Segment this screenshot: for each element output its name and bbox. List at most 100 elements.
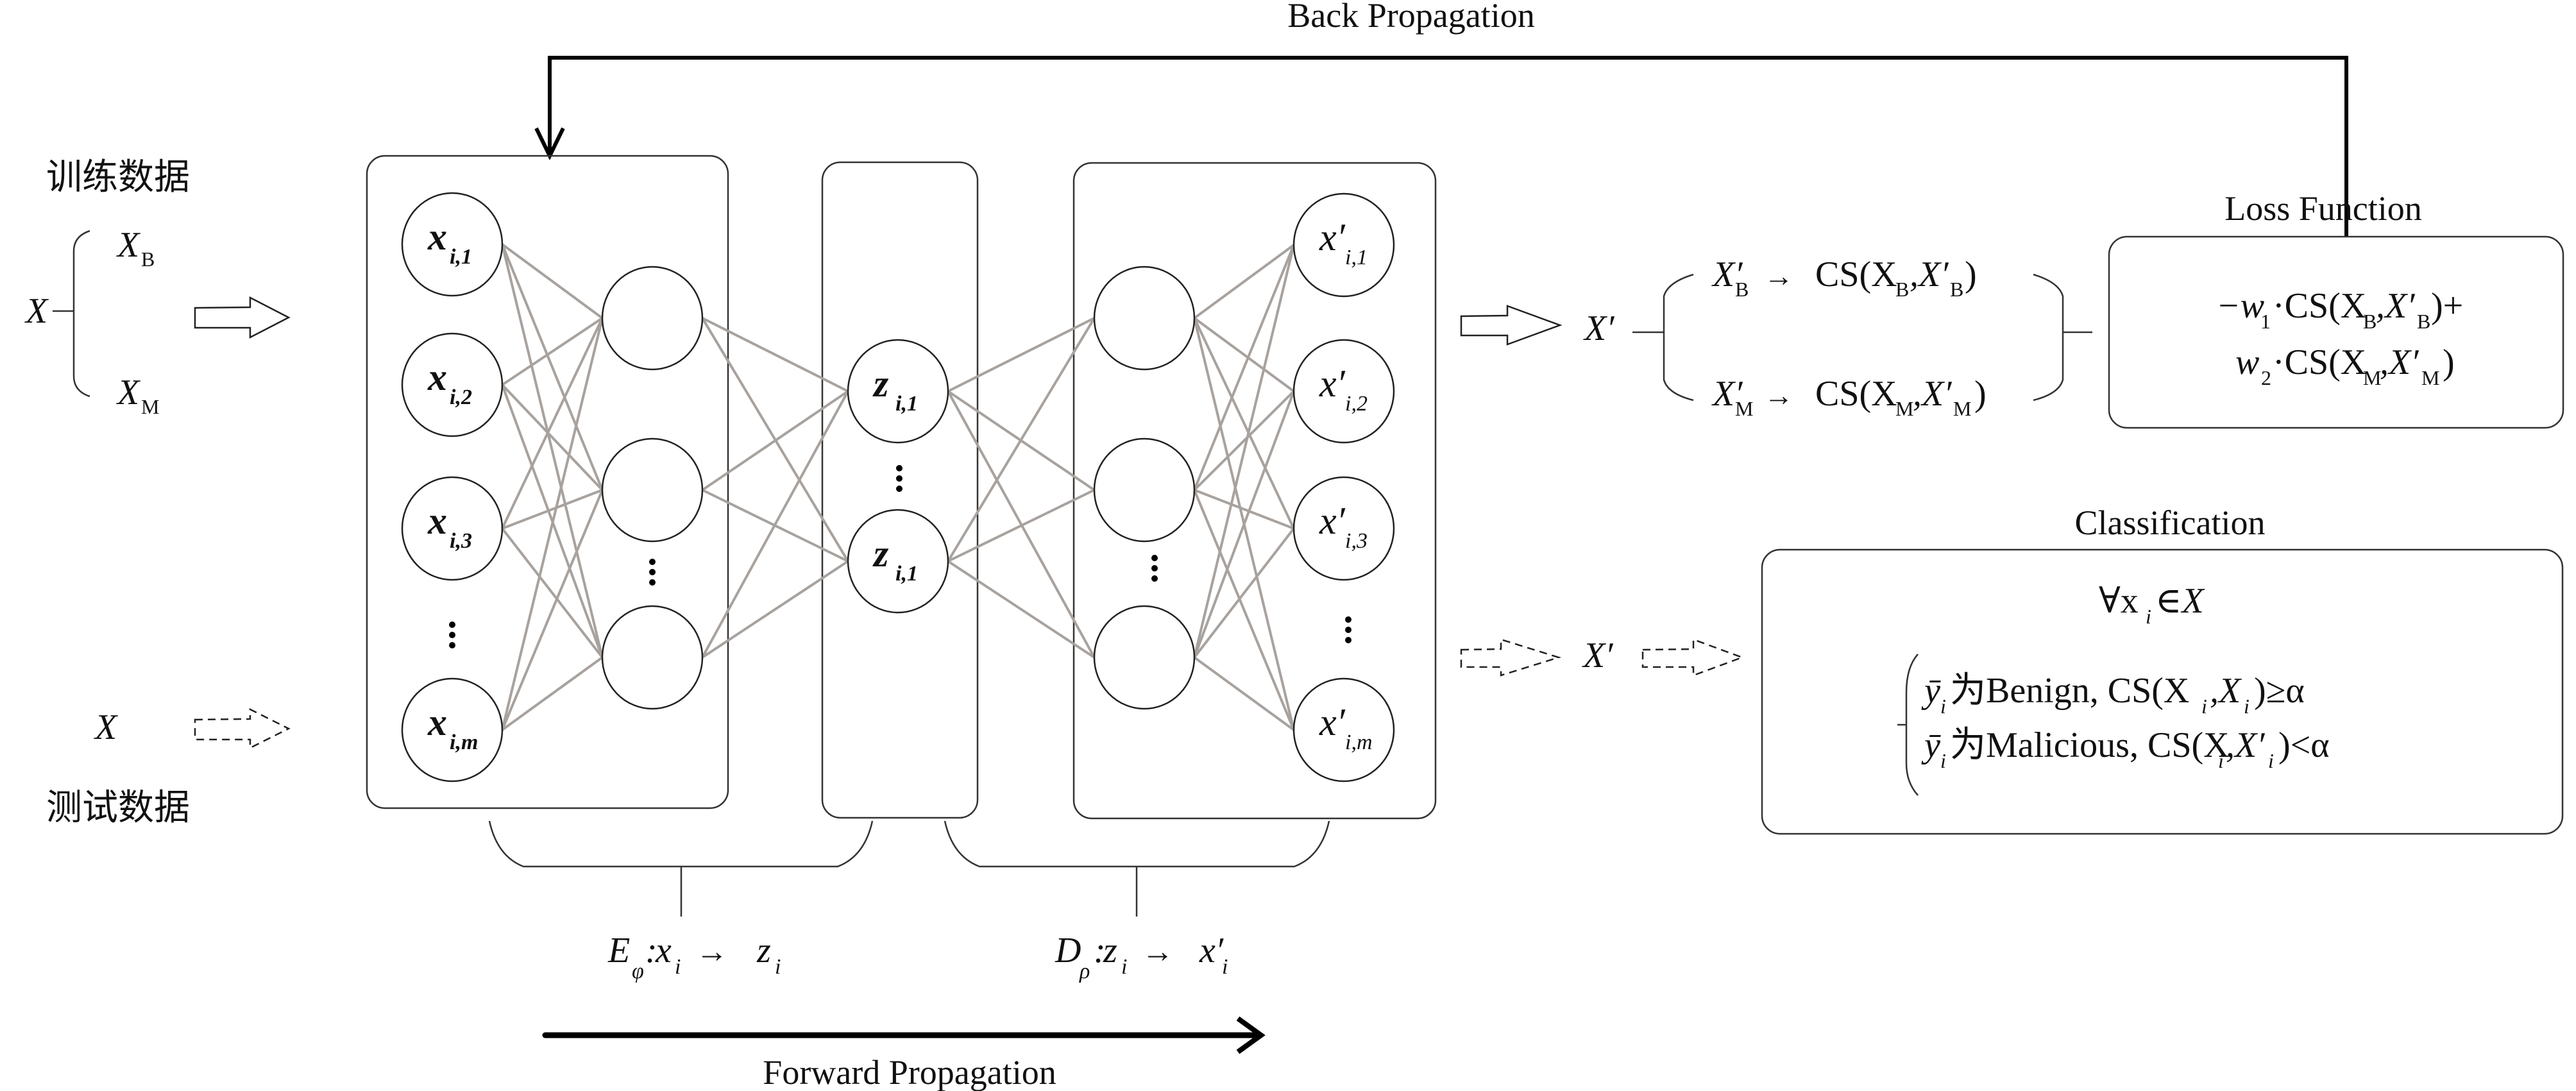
- mapping-arrow-icon: →: [1764, 379, 1793, 412]
- svg-text:M: M: [1953, 397, 1971, 420]
- output-node: x′i,3: [1292, 476, 1395, 581]
- svg-text:B: B: [141, 248, 155, 271]
- connection-line: [1194, 489, 1294, 530]
- connection-line: [1193, 317, 1295, 393]
- svg-text::: :: [1094, 931, 1106, 970]
- decoder-hidden-node: [1093, 266, 1196, 371]
- mapping-arrow-icon: →: [1764, 260, 1793, 292]
- connection-line: [1193, 489, 1295, 731]
- classification-rule-malicious: ȳ i 为Malicious, CS(X i ,X′ i )<α: [1921, 725, 2330, 772]
- svg-text:i: i: [1940, 695, 1946, 718]
- malicious-reconstruction-branch: X′ M → CS(X M ,X′ M ): [1711, 374, 1987, 420]
- svg-text:B: B: [2363, 310, 2377, 333]
- svg-text:CS(X: CS(X: [1815, 374, 1897, 414]
- encoder-hidden-node: [601, 437, 704, 543]
- svg-text:i: i: [1940, 749, 1946, 772]
- node-label-subscript: i,2: [1345, 392, 1368, 416]
- connection-line: [501, 317, 604, 731]
- svg-text:X′: X′: [1711, 374, 1743, 414]
- svg-text::: :: [645, 931, 657, 970]
- forward-propagation-label: Forward Propagation: [763, 1053, 1056, 1091]
- node-label: x: [427, 500, 447, 542]
- output-node: x′i,2: [1292, 339, 1395, 444]
- svg-text:为Malicious, CS(X: 为Malicious, CS(X: [1950, 725, 2230, 765]
- svg-text:,X′: ,X′: [1910, 255, 1949, 294]
- svg-text:∈X: ∈X: [2155, 581, 2205, 621]
- svg-text:i: i: [675, 955, 681, 979]
- benign-samples-symbol: X B: [116, 225, 155, 271]
- connection-line: [947, 317, 1095, 393]
- testing-data-label: 测试数据: [46, 788, 190, 828]
- svg-text:·CS(X: ·CS(X: [2273, 343, 2366, 382]
- reconstruction-brace: [1663, 273, 1694, 402]
- svg-text:): ): [2443, 343, 2455, 382]
- decoder-brace: [944, 820, 1330, 868]
- svg-text:)≥α: )≥α: [2254, 671, 2305, 711]
- node-label: x′: [1319, 362, 1346, 405]
- loss-function-title: Loss Function: [2224, 189, 2422, 228]
- svg-text:B: B: [2417, 310, 2430, 333]
- svg-text:): ): [1965, 255, 1977, 294]
- latent-node: z i,1: [847, 509, 949, 614]
- node-label: z: [872, 532, 889, 575]
- svg-text:2: 2: [2261, 366, 2271, 389]
- node-label: z: [872, 362, 889, 405]
- connection-line: [501, 384, 604, 491]
- svg-text:X: X: [116, 373, 141, 412]
- svg-text:X: X: [116, 225, 141, 265]
- back-propagation-arrow: [548, 56, 2348, 237]
- mapping-arrow-icon: →: [1142, 933, 1174, 969]
- svg-text:)<α: )<α: [2278, 725, 2330, 765]
- svg-text:,X′: ,X′: [2380, 343, 2419, 382]
- connection-line: [501, 317, 604, 529]
- svg-text:B: B: [1735, 278, 1749, 301]
- connection-line: [947, 560, 1096, 659]
- connection-line: [501, 244, 604, 491]
- connection-line: [947, 489, 1095, 562]
- node-label-subscript: i,m: [450, 731, 478, 754]
- connection-line: [701, 560, 849, 659]
- testing-input-symbol: X: [94, 707, 119, 747]
- forward-propagation-arrowhead-icon: [1236, 1016, 1266, 1054]
- reconstruction-flow-arrow-icon: [1460, 305, 1563, 346]
- svg-text:w: w: [2235, 343, 2259, 382]
- svg-text:B: B: [1895, 278, 1909, 301]
- test-reconstruction-symbol: X′: [1582, 636, 1613, 675]
- connection-line: [1193, 656, 1295, 731]
- svg-text:,X′: ,X′: [2376, 286, 2415, 326]
- connection-line: [501, 656, 604, 731]
- connection-line: [501, 243, 604, 319]
- svg-text:M: M: [1895, 397, 1913, 420]
- svg-text:ȳ: ȳ: [1921, 725, 1941, 765]
- svg-text:ρ: ρ: [1079, 960, 1090, 983]
- classification-title: Classification: [2075, 503, 2266, 542]
- mapping-arrow-icon: →: [696, 933, 728, 969]
- node-label: x′: [1319, 701, 1346, 743]
- node-label-subscript: i,1: [1345, 246, 1368, 269]
- node-label-subscript: i,m: [1345, 731, 1373, 754]
- connection-line: [701, 391, 849, 658]
- training-flow-arrow-icon: [194, 296, 291, 339]
- test-reconstruction-arrow-icon: [1460, 638, 1562, 677]
- classification-box: [1761, 548, 2564, 835]
- reconstruction-symbol: X′: [1583, 309, 1614, 348]
- svg-text:x′: x′: [1199, 931, 1224, 970]
- output-node: x′i,1: [1292, 192, 1395, 298]
- node-label-subscript: i,3: [1345, 529, 1368, 553]
- decoder-hidden-node: [1093, 437, 1196, 543]
- svg-text:D: D: [1055, 931, 1081, 970]
- benign-reconstruction-branch: X′ B → CS(X B ,X′ B ): [1711, 255, 1977, 301]
- classification-brace: [1905, 654, 1919, 796]
- testing-flow-arrow-icon: [194, 707, 291, 750]
- training-input-symbol: X: [24, 291, 49, 331]
- node-label-subscript: i,1: [450, 245, 472, 269]
- loss-function-formula-line-1: −w 1 ·CS(X B ,X′ B )+: [2216, 286, 2463, 333]
- svg-text:i: i: [1121, 955, 1127, 979]
- loss-function-box: [2108, 235, 2564, 429]
- node-label-subscript: i,1: [895, 562, 918, 586]
- svg-text:φ: φ: [632, 960, 644, 983]
